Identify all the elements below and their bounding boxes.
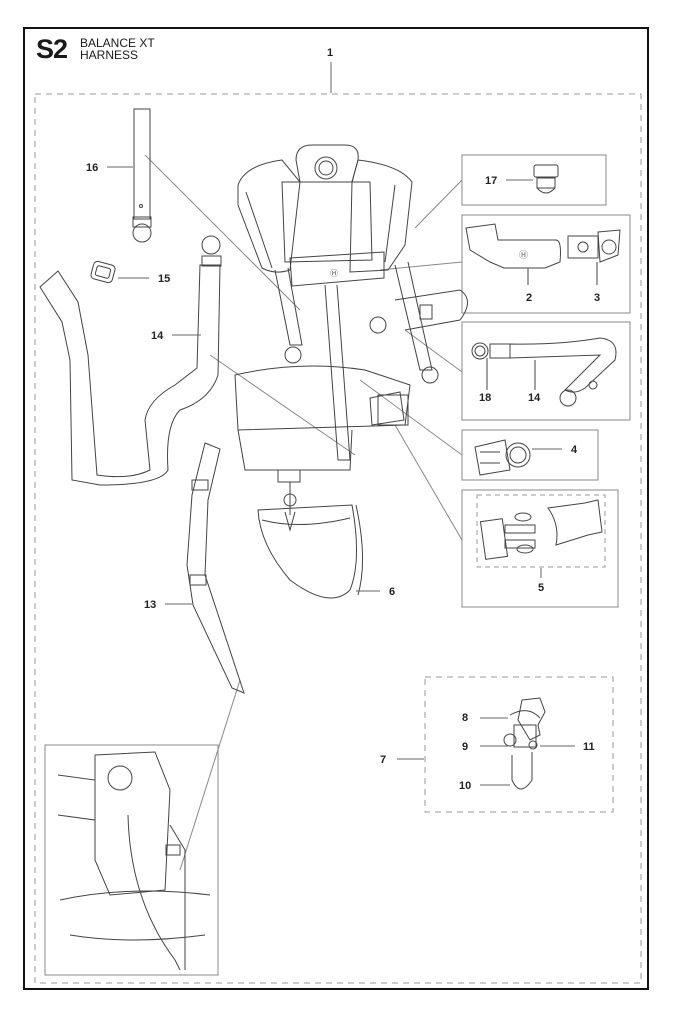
title-line-1: BALANCE XT [80,36,155,50]
svg-text:Ⓗ: Ⓗ [330,269,338,278]
callout-5: 5 [538,582,545,594]
callout-11: 11 [583,741,595,753]
callout-8: 8 [462,712,469,724]
callout-9: 9 [462,741,469,753]
callout-17: 17 [485,175,498,187]
part-13-hip-guard [186,442,245,694]
part-3-chest-buckle [567,229,621,285]
svg-text:Ⓗ: Ⓗ [519,250,528,260]
part-17-clip [533,164,559,194]
assembly-boundary [34,93,642,984]
part-14-long-strap [39,235,222,486]
detail-box-5 [461,489,619,608]
harness-main: Ⓗ [234,144,468,599]
detail-box-18-14 [461,321,631,421]
part-7-hook-assembly [503,697,546,790]
callout-6: 6 [389,586,396,598]
callout-14-detail: 14 [528,392,541,404]
page-title: BALANCE XT HARNESS [80,37,155,61]
section-code: S2 [36,34,68,64]
callout-7: 7 [380,754,387,766]
callout-3: 3 [594,292,601,304]
part-2-chest-plate: Ⓗ [465,223,561,285]
part-16-short-strap [132,108,152,243]
inset-back-view-box [44,744,219,976]
callout-15: 15 [158,273,171,285]
detail-box-5-kit [476,494,606,568]
callout-10: 10 [459,780,472,792]
leader-lines [144,154,463,871]
callout-16: 16 [86,162,99,174]
callout-13: 13 [144,599,157,611]
part-18-14-strap [471,337,617,407]
callout-14: 14 [151,330,164,342]
page-frame [23,27,649,990]
callout-1: 1 [327,47,334,59]
title-line-2: HARNESS [80,48,139,62]
inset-back-view [57,751,211,971]
callout-18: 18 [479,392,492,404]
detail-box-2-3 [461,214,631,314]
detail-box-17 [461,154,607,206]
callout-2: 2 [526,292,533,304]
part-15-buckle [90,260,116,284]
detail-box-7-kit [424,676,614,813]
part-5-buckle [479,499,603,560]
part-4-hook-holder [474,439,531,476]
callout-4: 4 [571,444,578,456]
